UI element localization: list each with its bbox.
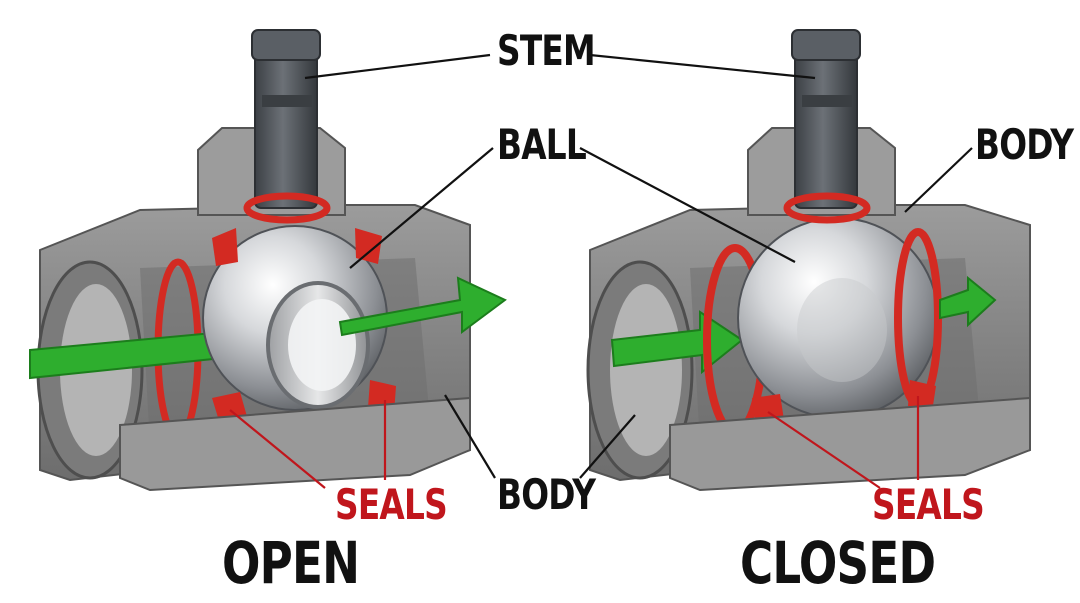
stem-seal [243, 192, 331, 224]
leader-seals-right-a [767, 411, 881, 489]
seal-top-right [355, 228, 382, 264]
label-seals-right: SEALS [872, 480, 985, 529]
label-body-center: BODY [497, 470, 596, 519]
body-front [669, 396, 1031, 492]
stem [254, 39, 318, 209]
leader-stem-left [304, 53, 491, 80]
seal-leader-lines [229, 396, 920, 489]
label-closed: CLOSED [740, 529, 936, 597]
leader-stem-right [589, 53, 816, 80]
leader-body-center-left [444, 394, 496, 479]
leader-body-right [904, 147, 973, 213]
label-seals-left: SEALS [335, 480, 448, 529]
flow-arrow-out [338, 276, 507, 337]
leader-ball-right [579, 147, 796, 263]
leader-ball-left [349, 147, 494, 269]
seal-top-left [212, 228, 238, 266]
closed-valve [586, 29, 1031, 492]
label-open: OPEN [222, 529, 360, 597]
label-body-right: BODY [975, 120, 1074, 169]
label-ball: BALL [497, 120, 587, 169]
body-front [119, 396, 471, 492]
open-valve [29, 29, 507, 492]
seal-bottom-right [908, 380, 936, 412]
stem-seal [783, 192, 871, 224]
leader-body-center-right [579, 414, 636, 479]
stem [794, 39, 858, 209]
leader-lines [304, 53, 973, 479]
flow-arrow-out [939, 275, 997, 328]
label-stem: STEM [497, 26, 596, 75]
leader-seals-left-a [229, 409, 326, 489]
